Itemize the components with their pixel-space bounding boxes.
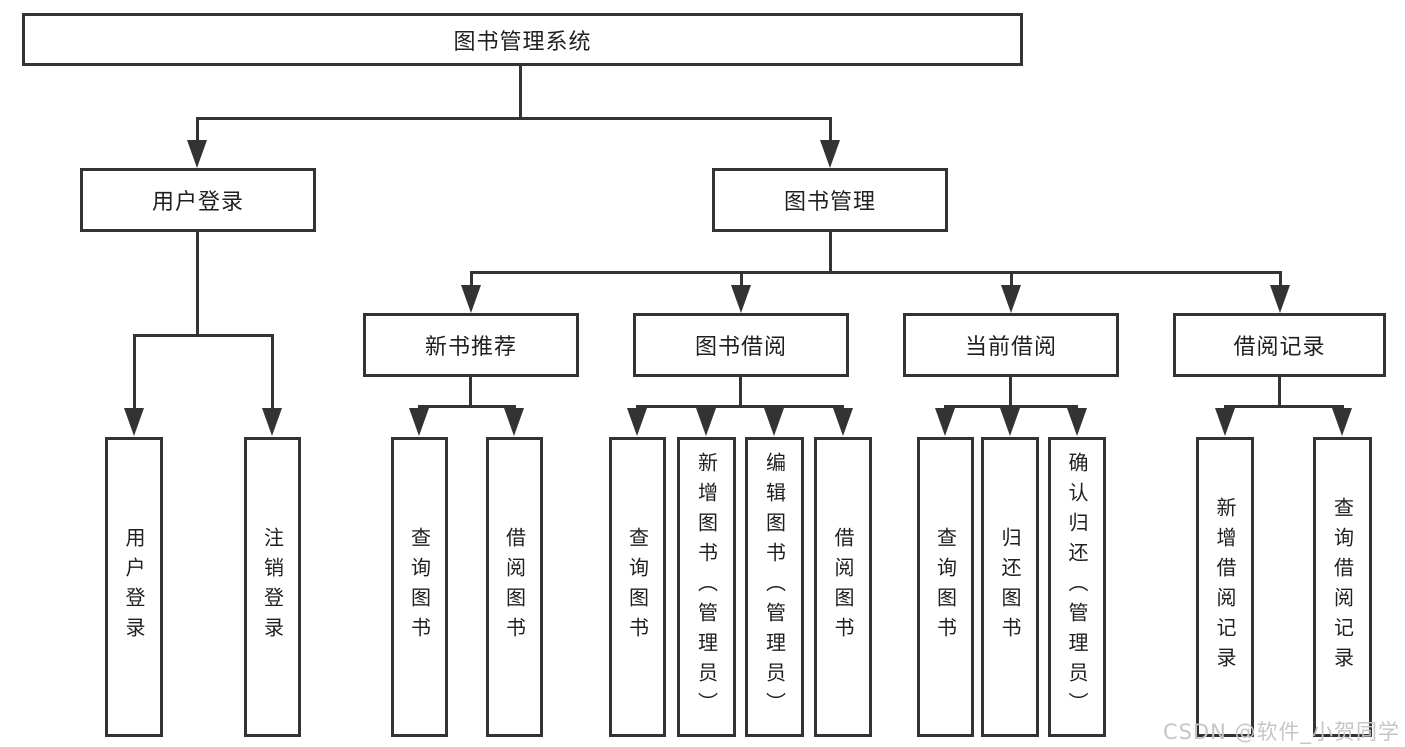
connector-stem bbox=[271, 334, 274, 410]
connector-stem bbox=[470, 271, 473, 286]
node-borrowing-records: 借阅记录 bbox=[1173, 313, 1386, 377]
connector-stem bbox=[1279, 271, 1282, 286]
leaf-user-login: 用户登录 bbox=[105, 437, 163, 737]
connector-borrowing-bar bbox=[636, 405, 844, 408]
node-book-borrowing: 图书借阅 bbox=[633, 313, 849, 377]
connector-root-trunk bbox=[519, 66, 522, 118]
connector-recommendation-bar bbox=[418, 405, 516, 408]
connector-current-trunk bbox=[1009, 377, 1012, 408]
connector-stem bbox=[196, 117, 199, 142]
node-new-book-recommendation: 新书推荐 bbox=[363, 313, 579, 377]
arrowhead-down-icon bbox=[1215, 408, 1235, 436]
arrowhead-down-icon bbox=[1270, 285, 1290, 313]
leaf-query-borrow-record: 查询借阅记录 bbox=[1313, 437, 1372, 737]
arrowhead-down-icon bbox=[187, 140, 207, 168]
arrowhead-down-icon bbox=[504, 408, 524, 436]
leaf-query-books-recommendation: 查询图书 bbox=[391, 437, 448, 737]
arrowhead-down-icon bbox=[731, 285, 751, 313]
leaf-query-books-current: 查询图书 bbox=[917, 437, 974, 737]
leaf-borrow-books: 借阅图书 bbox=[814, 437, 872, 737]
leaf-borrow-books-recommendation: 借阅图书 bbox=[486, 437, 543, 737]
connector-records-bar bbox=[1224, 405, 1344, 408]
node-library-management-system: 图书管理系统 bbox=[22, 13, 1023, 66]
csdn-watermark: CSDN @软件_小贺同学 bbox=[1162, 720, 1400, 744]
arrowhead-down-icon bbox=[764, 408, 784, 436]
arrowhead-down-icon bbox=[461, 285, 481, 313]
node-user-login: 用户登录 bbox=[80, 168, 316, 232]
arrowhead-down-icon bbox=[1001, 285, 1021, 313]
leaf-query-books-borrowing: 查询图书 bbox=[609, 437, 666, 737]
arrowhead-down-icon bbox=[1067, 408, 1087, 436]
arrowhead-down-icon bbox=[833, 408, 853, 436]
leaf-add-book-admin: 新增图书（管理员） bbox=[677, 437, 736, 737]
connector-recommendation-trunk bbox=[469, 377, 472, 408]
leaf-add-borrow-record: 新增借阅记录 bbox=[1196, 437, 1254, 737]
arrowhead-down-icon bbox=[1000, 408, 1020, 436]
connector-user-login-bar bbox=[133, 334, 274, 337]
connector-book-management-trunk bbox=[829, 232, 832, 274]
arrowhead-down-icon bbox=[696, 408, 716, 436]
leaf-logout: 注销登录 bbox=[244, 437, 301, 737]
connector-level3-bar bbox=[470, 271, 1281, 274]
connector-stem bbox=[829, 117, 832, 142]
connector-stem bbox=[1010, 271, 1013, 286]
arrowhead-down-icon bbox=[124, 408, 144, 436]
connector-borrowing-trunk bbox=[739, 377, 742, 408]
arrowhead-down-icon bbox=[935, 408, 955, 436]
node-current-borrowing: 当前借阅 bbox=[903, 313, 1119, 377]
connector-current-bar bbox=[944, 405, 1078, 408]
leaf-return-book: 归还图书 bbox=[981, 437, 1039, 737]
arrowhead-down-icon bbox=[409, 408, 429, 436]
connector-stem bbox=[740, 271, 743, 286]
connector-user-login-trunk bbox=[196, 232, 199, 337]
connector-level1-bar bbox=[196, 117, 832, 120]
leaf-confirm-return-admin: 确认归还（管理员） bbox=[1048, 437, 1106, 737]
arrowhead-down-icon bbox=[1332, 408, 1352, 436]
node-book-management: 图书管理 bbox=[712, 168, 948, 232]
connector-stem bbox=[133, 334, 136, 410]
connector-records-trunk bbox=[1278, 377, 1281, 408]
arrowhead-down-icon bbox=[262, 408, 282, 436]
leaf-edit-book-admin: 编辑图书（管理员） bbox=[745, 437, 804, 737]
arrowhead-down-icon bbox=[820, 140, 840, 168]
arrowhead-down-icon bbox=[627, 408, 647, 436]
